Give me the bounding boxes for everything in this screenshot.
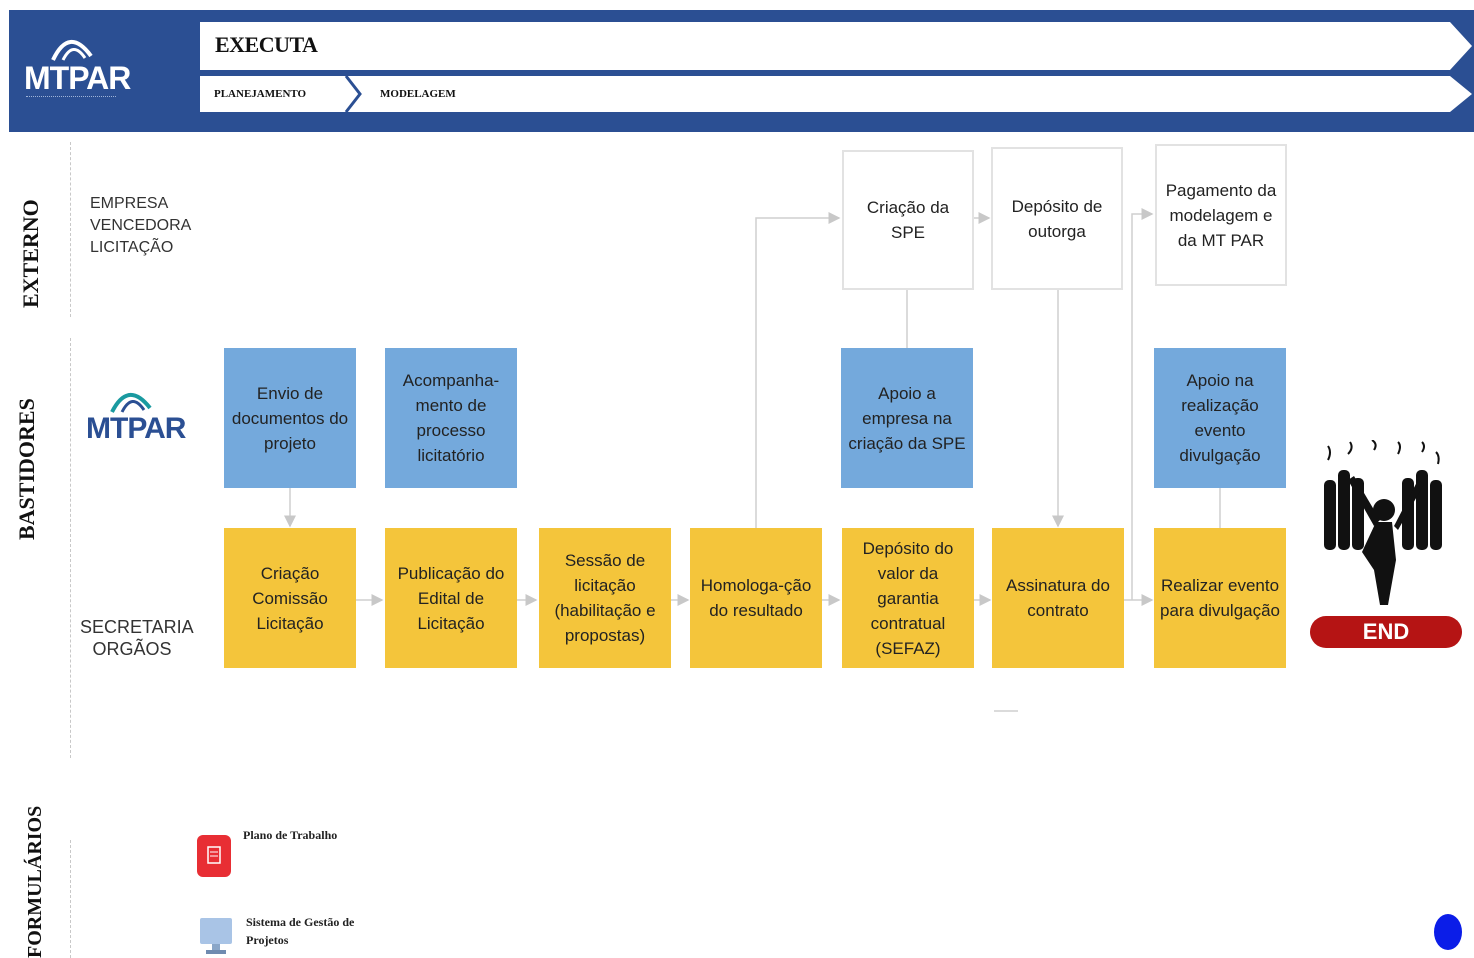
form-sistema-gestao[interactable]: Sistema de Gestão de Projetos [246, 915, 355, 947]
logo-underline [26, 96, 116, 100]
actor-secretaria: SECRETARIA ORGÃOS [80, 617, 194, 659]
phase-planejamento[interactable]: PLANEJAMENTO [214, 88, 307, 100]
pdf-document-icon[interactable] [197, 835, 231, 877]
step-realizar-evento[interactable]: Realizar evento para divulgação [1154, 528, 1286, 668]
header-logo-text: MTPAR [24, 60, 131, 96]
blue-dot-marker[interactable] [1434, 914, 1462, 950]
actor-mtpar-logo: MTPAR [86, 412, 186, 445]
step-deposito-outorga[interactable]: Depósito de outorga [991, 147, 1123, 290]
step-homologacao[interactable]: Homologa-ção do resultado [690, 528, 822, 668]
step-deposito-garantia[interactable]: Depósito do valor da garantia contratual… [842, 528, 974, 668]
logo-arc-icon [51, 40, 93, 61]
step-sessao-licitacao[interactable]: Sessão de licitação (habilitação e propo… [539, 528, 671, 668]
computer-monitor-icon[interactable] [198, 916, 234, 956]
actor-empresa: EMPRESA VENCEDORA LICITAÇÃO [90, 195, 191, 256]
step-criacao-spe[interactable]: Criação da SPE [842, 150, 974, 290]
lane-bracket-bastidores [70, 338, 71, 758]
page-title: EXECUTA [215, 32, 318, 57]
header-strips [200, 22, 1472, 113]
step-apoio-spe[interactable]: Apoio a empresa na criação da SPE [841, 348, 973, 488]
step-pagamento[interactable]: Pagamento da modelagem e da MT PAR [1155, 144, 1287, 286]
step-publicacao-edital[interactable]: Publicação do Edital de Licitação [385, 528, 517, 668]
celebration-crowd-icon [1324, 440, 1442, 605]
lane-bracket-formularios [70, 840, 71, 958]
form-plano-trabalho[interactable]: Plano de Trabalho [243, 828, 338, 842]
step-assinatura-contrato[interactable]: Assinatura do contrato [992, 528, 1124, 668]
step-apoio-evento[interactable]: Apoio na realização evento divulgação [1154, 348, 1286, 488]
header-logo [9, 10, 199, 132]
lane-bracket-externo [70, 142, 71, 317]
end-terminator: END [1310, 616, 1462, 648]
step-criacao-comissao[interactable]: Criação Comissão Licitação [224, 528, 356, 668]
mtpar-arc-icon [110, 393, 152, 413]
phase-modelagem[interactable]: MODELAGEM [380, 88, 456, 100]
step-envio-documentos[interactable]: Envio de documentos do projeto [224, 348, 356, 488]
step-acompanhamento[interactable]: Acompanha-mento de processo licitatório [385, 348, 517, 488]
